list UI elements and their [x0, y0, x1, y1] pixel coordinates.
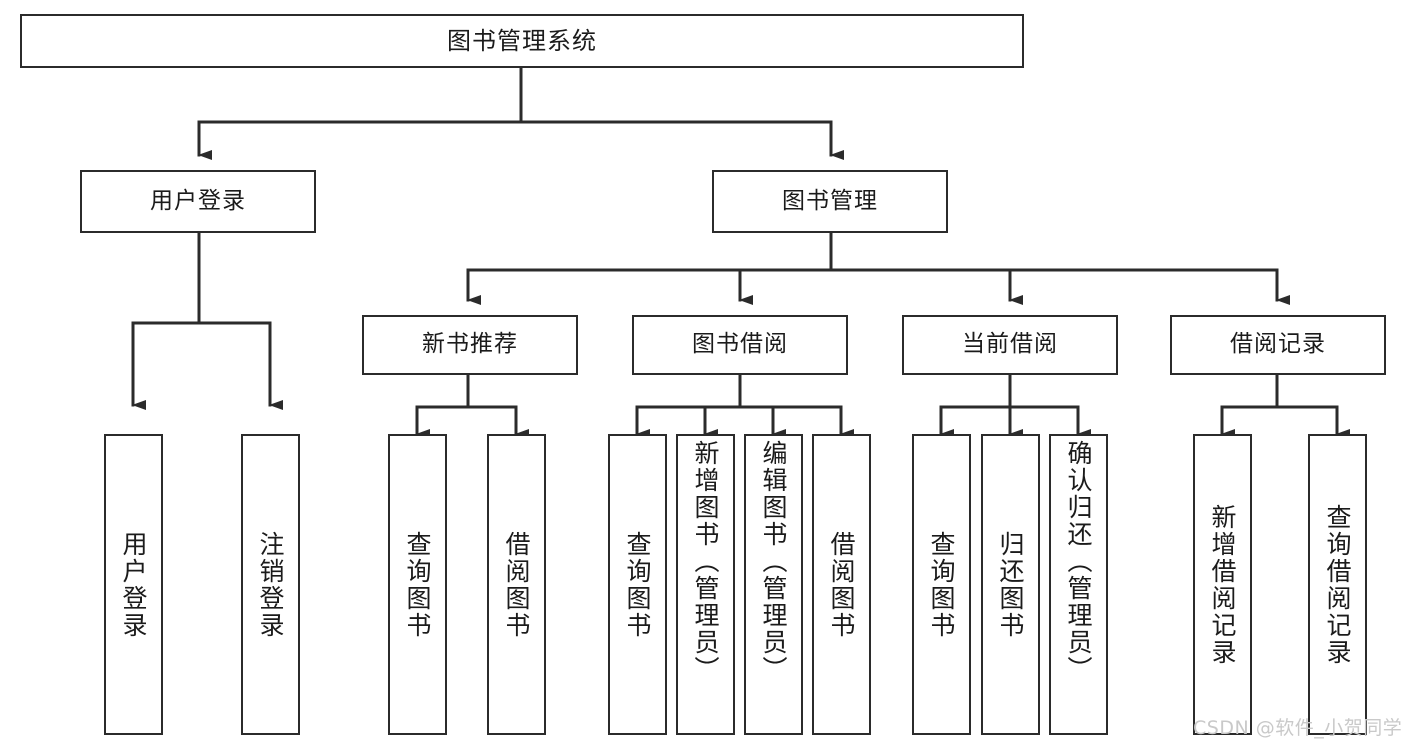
- node-book-borrow[interactable]: 图书借阅: [632, 315, 848, 375]
- leaf-borrow-record-query-record[interactable]: 查询借阅记录: [1308, 434, 1367, 735]
- leaf-new-book-borrow-book[interactable]: 借阅图书: [487, 434, 546, 735]
- leaf-label: 归还图书: [996, 530, 1025, 639]
- leaf-label: 确认归还（管理员）: [1064, 440, 1093, 683]
- leaf-current-borrow-confirm-return-admin[interactable]: 确认归还（管理员）: [1049, 434, 1108, 735]
- leaf-label: 借阅图书: [502, 530, 531, 639]
- leaf-new-book-query-book[interactable]: 查询图书: [388, 434, 447, 735]
- node-user-login[interactable]: 用户登录: [80, 170, 316, 233]
- leaf-book-borrow-borrow-book[interactable]: 借阅图书: [812, 434, 871, 735]
- leaf-book-borrow-query-book[interactable]: 查询图书: [608, 434, 667, 735]
- leaf-label: 新增图书（管理员）: [691, 440, 720, 683]
- leaf-label: 编辑图书（管理员）: [759, 440, 788, 683]
- leaf-user-login-login[interactable]: 用户登录: [104, 434, 163, 735]
- leaf-label: 注销登录: [256, 530, 285, 639]
- leaf-label: 查询图书: [927, 530, 956, 639]
- node-book-management[interactable]: 图书管理: [712, 170, 948, 233]
- leaf-current-borrow-query-book[interactable]: 查询图书: [912, 434, 971, 735]
- node-new-book-recommendation[interactable]: 新书推荐: [362, 315, 578, 375]
- node-borrow-record[interactable]: 借阅记录: [1170, 315, 1386, 375]
- leaf-current-borrow-return-book[interactable]: 归还图书: [981, 434, 1040, 735]
- leaf-book-borrow-edit-book-admin[interactable]: 编辑图书（管理员）: [744, 434, 803, 735]
- leaf-label: 查询图书: [623, 530, 652, 639]
- leaf-label: 查询图书: [403, 530, 432, 639]
- leaf-label: 查询借阅记录: [1323, 503, 1352, 666]
- leaf-user-login-logout[interactable]: 注销登录: [241, 434, 300, 735]
- csdn-watermark: CSDN @软件_小贺同学: [1193, 717, 1403, 739]
- leaf-book-borrow-add-book-admin[interactable]: 新增图书（管理员）: [676, 434, 735, 735]
- leaf-label: 新增借阅记录: [1208, 503, 1237, 666]
- node-root-book-management-system[interactable]: 图书管理系统: [20, 14, 1024, 68]
- leaf-borrow-record-add-record[interactable]: 新增借阅记录: [1193, 434, 1252, 735]
- node-current-borrow[interactable]: 当前借阅: [902, 315, 1118, 375]
- leaf-label: 借阅图书: [827, 530, 856, 639]
- leaf-label: 用户登录: [119, 530, 148, 639]
